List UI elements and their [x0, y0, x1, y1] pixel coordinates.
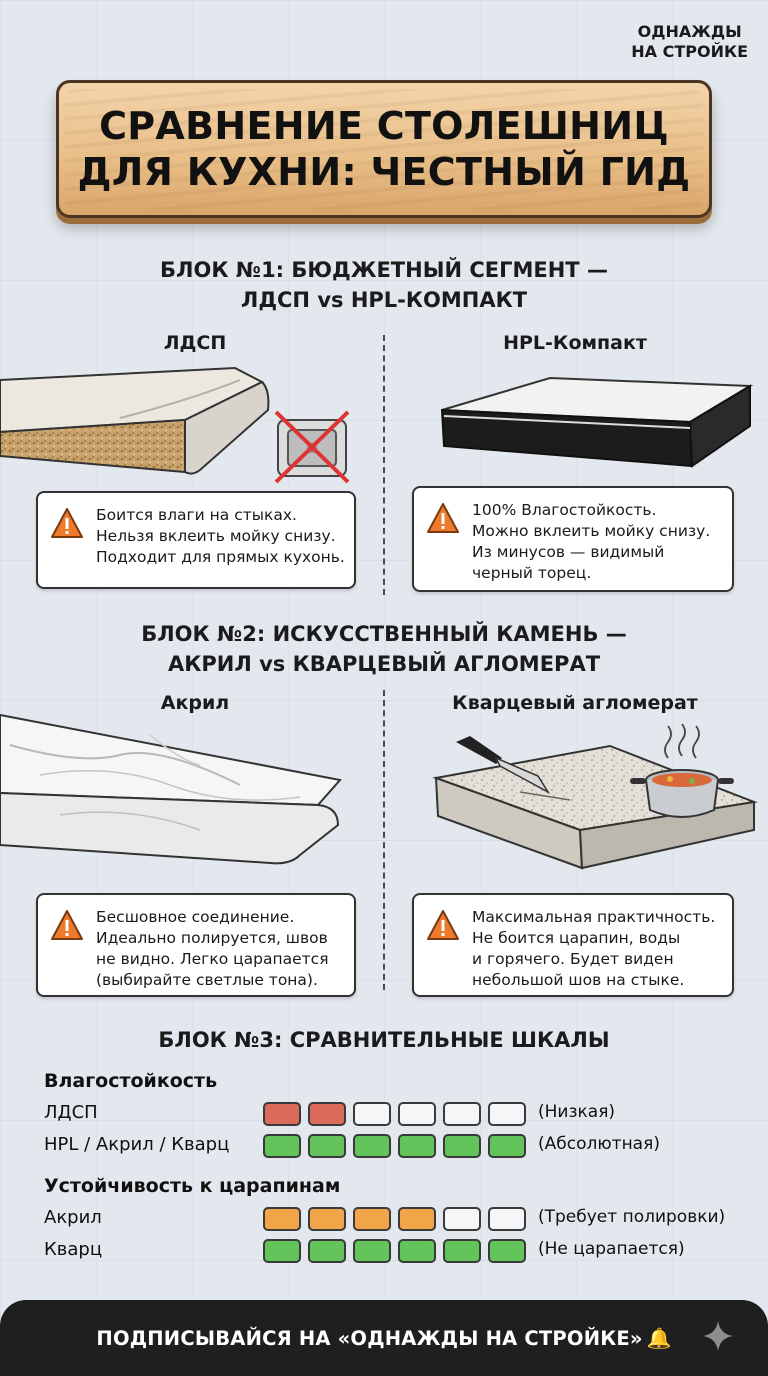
acryl-note: Бесшовное соединение. Идеально полируетс…	[36, 893, 356, 997]
scale-cell-filled	[398, 1207, 436, 1231]
scale-cell-filled	[353, 1207, 391, 1231]
scale-cells	[263, 1207, 526, 1231]
scale-cell-empty	[443, 1207, 481, 1231]
scale-label: Акрил	[44, 1207, 102, 1228]
block1-title-line-2: ЛДСП vs HPL-КОМПАКТ	[240, 288, 528, 312]
block1-title-line-1: БЛОК №1: БЮДЖЕТНЫЙ СЕГМЕНТ —	[160, 258, 608, 282]
scale-cell-filled	[353, 1134, 391, 1158]
quartz-label: Кварцевый агломерат	[452, 692, 698, 714]
scale-note: (Не царапается)	[538, 1239, 685, 1259]
scale-row: Акрил (Требует полировки)	[44, 1206, 744, 1232]
scale-cell-filled	[263, 1207, 301, 1231]
note-line: и горячего. Будет виден	[472, 950, 674, 968]
note-line: Из минусов — видимый	[472, 543, 665, 561]
warning-icon	[51, 508, 83, 538]
scale-cell-filled	[488, 1134, 526, 1158]
brand-line-2: НА СТРОЙКЕ	[631, 42, 748, 61]
scale-note: (Требует полировки)	[538, 1207, 726, 1227]
note-line: (выбирайте светлые тона).	[96, 971, 318, 989]
block3-title: БЛОК №3: СРАВНИТЕЛЬНЫЕ ШКАЛЫ	[158, 1028, 610, 1052]
scale-cell-filled	[398, 1134, 436, 1158]
ldsp-countertop-illustration	[0, 366, 270, 475]
block2-title-line-1: БЛОК №2: ИСКУССТВЕННЫЙ КАМЕНЬ —	[141, 622, 627, 646]
scale-heading-moisture: Влагостойкость	[44, 1070, 218, 1092]
scale-cell-filled	[353, 1239, 391, 1263]
scale-cell-filled	[263, 1102, 301, 1126]
scale-cell-filled	[263, 1239, 301, 1263]
acryl-countertop-illustration	[0, 713, 342, 865]
acryl-label: Акрил	[160, 692, 230, 714]
scale-cells	[263, 1134, 526, 1158]
note-line: Максимальная практичность.	[472, 908, 716, 926]
subscribe-banner[interactable]: ПОДПИСЫВАЙСЯ НА «ОДНАЖДЫ НА СТРОЙКЕ» 🔔	[0, 1300, 768, 1376]
page-title-line-2: ДЛЯ КУХНИ: ЧЕСТНЫЙ ГИД	[77, 150, 691, 194]
scale-cell-filled	[443, 1239, 481, 1263]
scale-cell-filled	[443, 1134, 481, 1158]
scale-label: ЛДСП	[44, 1102, 98, 1123]
hpl-label: HPL-Компакт	[503, 332, 647, 354]
scale-heading-scratch: Устойчивость к царапинам	[44, 1175, 341, 1197]
scale-row: HPL / Акрил / Кварц (Абсолютная)	[44, 1133, 744, 1159]
scale-label: HPL / Акрил / Кварц	[44, 1134, 230, 1155]
ldsp-note: Боится влаги на стыках. Нельзя вклеить м…	[36, 491, 356, 589]
note-line: Идеально полируется, швов	[96, 929, 328, 947]
scale-cells	[263, 1239, 526, 1263]
scale-row: ЛДСП (Низкая)	[44, 1101, 744, 1127]
scale-cell-filled	[308, 1239, 346, 1263]
sink-crossed-icon	[274, 410, 350, 484]
block2-title-line-2: АКРИЛ vs КВАРЦЕВЫЙ АГЛОМЕРАТ	[167, 652, 601, 676]
scale-cell-filled	[398, 1239, 436, 1263]
scale-row: Кварц (Не царапается)	[44, 1238, 744, 1264]
note-line: черный торец.	[472, 564, 592, 582]
scale-cell-filled	[308, 1102, 346, 1126]
note-line: Нельзя вклеить мойку снизу.	[96, 527, 336, 545]
warning-icon	[427, 910, 459, 940]
hpl-note: 100% Влагостойкость. Можно вклеить мойку…	[412, 486, 734, 592]
ldsp-label: ЛДСП	[163, 332, 227, 354]
scale-cell-empty	[443, 1102, 481, 1126]
warning-icon	[427, 503, 459, 533]
note-line: Можно вклеить мойку снизу.	[472, 522, 711, 540]
subscribe-text: ПОДПИСЫВАЙСЯ НА «ОДНАЖДЫ НА СТРОЙКЕ»	[96, 1326, 643, 1350]
scale-cell-filled	[488, 1239, 526, 1263]
scale-cell-empty	[488, 1207, 526, 1231]
note-line: Бесшовное соединение.	[96, 908, 295, 926]
bell-icon: 🔔	[646, 1326, 672, 1350]
note-line: не видно. Легко царапается	[96, 950, 329, 968]
scale-cell-empty	[353, 1102, 391, 1126]
block2-divider	[383, 690, 385, 990]
block1-divider	[383, 335, 385, 595]
scale-cell-filled	[263, 1134, 301, 1158]
warning-icon	[51, 910, 83, 940]
note-line: Не боится царапин, воды	[472, 929, 681, 947]
note-line: 100% Влагостойкость.	[472, 501, 657, 519]
note-line: небольшой шов на стыке.	[472, 971, 685, 989]
note-line: Подходит для прямых кухонь.	[96, 548, 345, 566]
scale-note: (Абсолютная)	[538, 1134, 660, 1154]
title-board: СРАВНЕНИЕ СТОЛЕШНИЦ ДЛЯ КУХНИ: ЧЕСТНЫЙ Г…	[56, 80, 712, 218]
scale-label: Кварц	[44, 1239, 103, 1260]
scale-cell-filled	[308, 1134, 346, 1158]
quartz-countertop-illustration	[432, 723, 758, 870]
scale-note: (Низкая)	[538, 1102, 616, 1122]
brand-line-1: ОДНАЖДЫ	[637, 22, 742, 41]
scale-cell-filled	[308, 1207, 346, 1231]
sparkle-icon	[703, 1321, 733, 1351]
brand-logo: ОДНАЖДЫ НА СТРОЙКЕ	[631, 22, 748, 62]
scale-cell-empty	[398, 1102, 436, 1126]
scale-cell-empty	[488, 1102, 526, 1126]
quartz-note: Максимальная практичность. Не боится цар…	[412, 893, 734, 997]
page-title-line-1: СРАВНЕНИЕ СТОЛЕШНИЦ	[99, 104, 669, 148]
hpl-countertop-illustration	[440, 376, 754, 468]
note-line: Боится влаги на стыках.	[96, 506, 297, 524]
scale-cells	[263, 1102, 526, 1126]
